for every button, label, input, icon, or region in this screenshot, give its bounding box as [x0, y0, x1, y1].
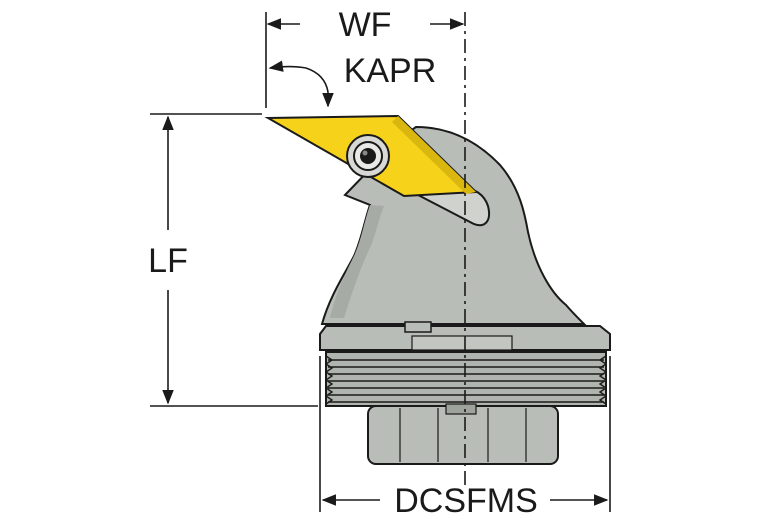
- thread-ridge-right: [598, 355, 608, 405]
- cutting-insert: [264, 114, 479, 198]
- dcsfms-label: DCSFMS: [394, 482, 538, 520]
- neck-shadow: [330, 205, 384, 318]
- kapr-label: KAPR: [344, 52, 437, 90]
- lf-label: LF: [148, 242, 188, 280]
- tool-spigot: [367, 405, 559, 465]
- torx-screw-icon: [346, 134, 390, 178]
- flange-key-slot: [404, 321, 432, 333]
- wf-label: WF: [339, 6, 392, 44]
- dimension-lines: [150, 12, 611, 512]
- spigot-facets: [399, 408, 527, 462]
- kapr-arrow-left: [268, 60, 307, 72]
- insert-edge-shade: [392, 116, 476, 194]
- thread-ridge-left: [324, 355, 334, 405]
- spigot-key: [445, 403, 477, 415]
- threaded-section: [325, 351, 607, 407]
- flange-center-notch: [411, 335, 513, 351]
- kapr-arc: [305, 67, 334, 108]
- thread-lines: [328, 359, 604, 403]
